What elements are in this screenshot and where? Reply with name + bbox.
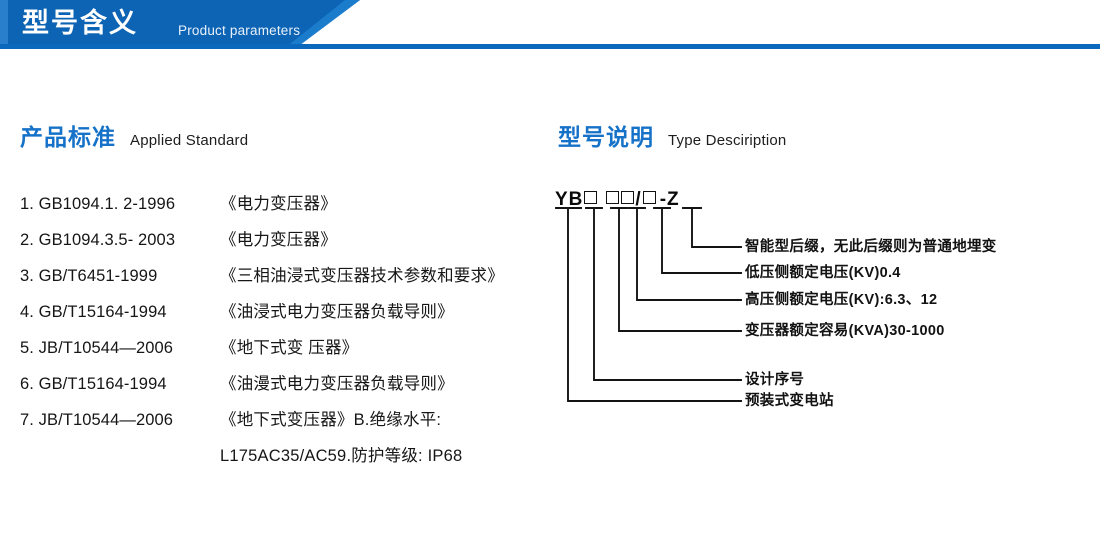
code-suffix-z: Z (667, 189, 680, 210)
standard-name: 《油漫式电力变压器负载导则》 (220, 375, 454, 393)
standards-list: 1. GB1094.1. 2-1996 《电力变压器》 2. GB1094.3.… (20, 190, 540, 478)
standard-name: 《地下式变 压器》 (220, 339, 359, 357)
code-slash: / (635, 189, 642, 210)
label-hv-rated-voltage: 高压侧额定电压(KV):6.3、12 (745, 292, 938, 308)
standard-code: 2. GB1094.3.5- 2003 (20, 231, 176, 249)
section-heading-cn: 型号说明 (558, 124, 654, 150)
list-item: 5. JB/T10544—2006 《地下式变 压器》 (20, 334, 540, 370)
code-prefix-yb: YB (555, 189, 584, 210)
type-code-string: YB /-Z (555, 188, 680, 212)
label-prefab-substation: 预装式变电站 (745, 393, 834, 409)
label-rated-capacity: 变压器额定容易(KVA)30-1000 (745, 323, 945, 339)
standard-code: 6. GB/T15164-1994 (20, 375, 167, 393)
section-heading-type-description: 型号说明 Type Desciription (558, 118, 786, 152)
standard-code: 7. JB/T10544—2006 (20, 411, 174, 429)
section-heading-cn: 产品标准 (20, 124, 116, 150)
section-heading-applied-standard: 产品标准 Applied Standard (20, 118, 248, 152)
page-header-banner: 型号含义 Product parameters (0, 0, 1100, 52)
leader-lines (555, 207, 742, 402)
list-item: 4. GB/T15164-1994 《油浸式电力变压器负载导则》 (20, 298, 540, 334)
list-item: 3. GB/T6451-1999 《三相油浸式变压器技术参数和要求》 (20, 262, 540, 298)
standard-name: 《电力变压器》 (220, 195, 337, 213)
type-code-diagram: YB /-Z 智能型后缀，无此后缀则为普通地埋变 低压侧额定电压(KV)0.4 (545, 188, 1100, 438)
banner-subtitle: Product parameters (178, 23, 301, 38)
code-box-1 (584, 191, 598, 204)
label-design-serial-number: 设计序号 (745, 372, 805, 388)
standard-code: 4. GB/T15164-1994 (20, 303, 167, 321)
list-item: 7. JB/T10544—2006 《地下式变压器》B.绝缘水平: (20, 406, 540, 442)
standard-name: 《油浸式电力变压器负载导则》 (220, 303, 454, 321)
section-heading-en: Type Desciription (668, 132, 787, 149)
standard-code: 1. GB1094.1. 2-1996 (20, 195, 176, 213)
section-heading-en: Applied Standard (130, 132, 249, 149)
label-lv-rated-voltage: 低压侧额定电压(KV)0.4 (745, 265, 901, 281)
code-dash: - (659, 189, 668, 210)
standard-name: 《地下式变压器》B.绝缘水平: (220, 411, 442, 429)
standard-code: 3. GB/T6451-1999 (20, 267, 158, 285)
standard-name: 《三相油浸式变压器技术参数和要求》 (220, 267, 504, 285)
list-item-continuation: L175AC35/AC59.防护等级: IP68 (20, 442, 540, 478)
label-smart-suffix: 智能型后缀，无此后缀则为普通地埋变 (745, 239, 997, 255)
code-box-2 (606, 191, 620, 204)
list-item: 6. GB/T15164-1994 《油漫式电力变压器负载导则》 (20, 370, 540, 406)
list-item: 1. GB1094.1. 2-1996 《电力变压器》 (20, 190, 540, 226)
banner-title: 型号含义 (22, 8, 138, 38)
standard-name: 《电力变压器》 (220, 231, 337, 249)
banner-shape (0, 0, 1100, 49)
code-box-3 (621, 191, 635, 204)
standard-code: 5. JB/T10544—2006 (20, 339, 174, 357)
code-box-4 (642, 191, 656, 204)
standard-name: L175AC35/AC59.防护等级: IP68 (220, 447, 463, 465)
list-item: 2. GB1094.3.5- 2003 《电力变压器》 (20, 226, 540, 262)
